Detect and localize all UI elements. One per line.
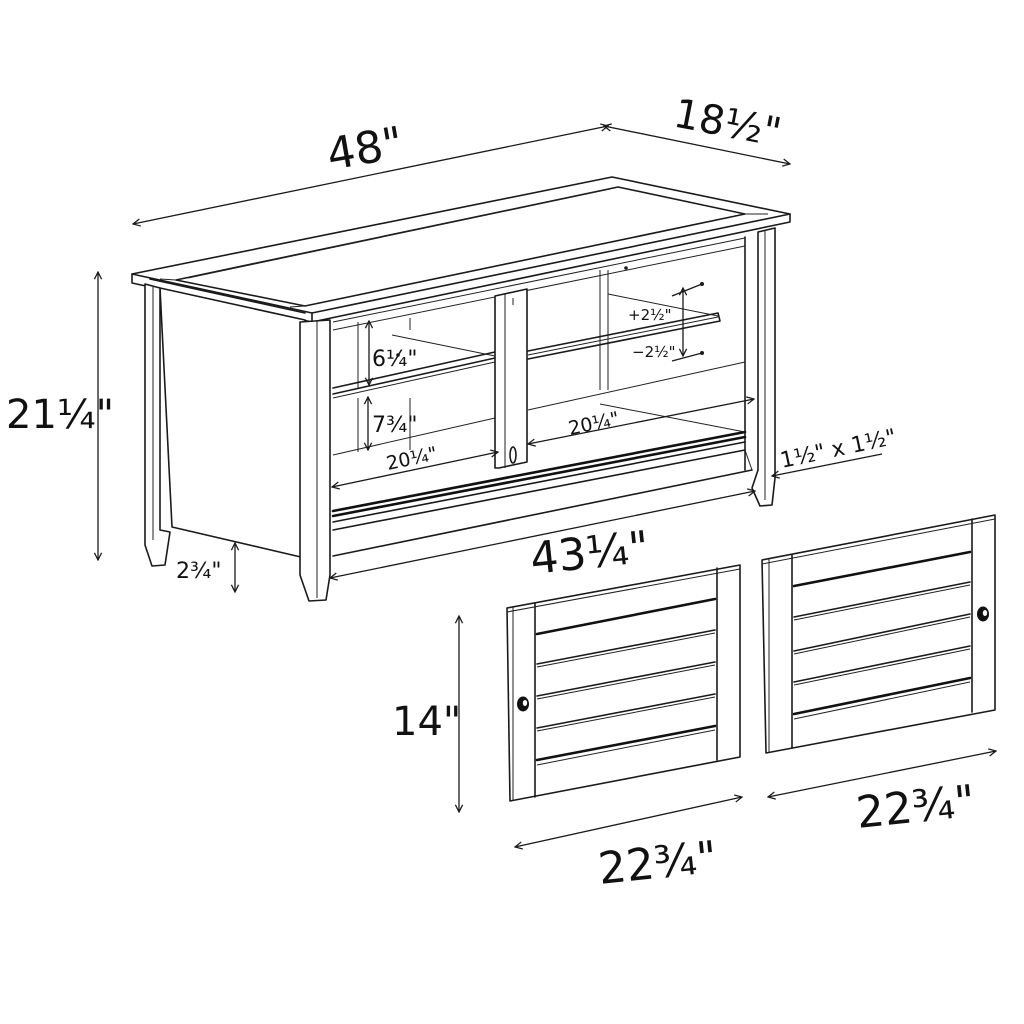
left-door bbox=[506, 564, 741, 802]
cabinet-left-side bbox=[144, 283, 306, 567]
label-overall-depth: 18½" bbox=[670, 91, 785, 157]
label-left-door-width: 22¾" bbox=[596, 832, 720, 895]
label-floor-clearance: 2¾" bbox=[176, 559, 221, 584]
dimension-lines bbox=[98, 126, 996, 847]
cabinet-front-left-leg bbox=[299, 319, 331, 602]
cabinet-interior bbox=[332, 237, 746, 456]
label-overall-width: 48" bbox=[323, 117, 407, 180]
cabinet bbox=[131, 176, 791, 602]
label-upper-shelf-clearance: 6¼" bbox=[372, 347, 417, 372]
right-door bbox=[761, 514, 996, 754]
label-shelf-adjust-down: −2½" bbox=[632, 343, 676, 361]
cabinet-top bbox=[131, 176, 791, 323]
right-shelf bbox=[527, 293, 721, 360]
label-right-door-width: 22¾" bbox=[854, 776, 978, 839]
label-lower-shelf-clearance: 7¾" bbox=[372, 413, 417, 438]
label-shelf-adjust-up: +2½" bbox=[628, 306, 672, 324]
label-leg-size: 1½" x 1½" bbox=[778, 425, 899, 474]
label-door-height: 14" bbox=[392, 699, 461, 745]
label-interior-width: 43¼" bbox=[528, 522, 652, 585]
center-divider bbox=[494, 288, 528, 469]
left-shelf bbox=[332, 334, 496, 399]
label-right-opening-width: 20¼" bbox=[566, 408, 621, 440]
left-door-knob-icon bbox=[517, 696, 529, 712]
label-overall-height: 21¼" bbox=[6, 392, 114, 438]
right-door-knob-icon bbox=[977, 606, 989, 622]
